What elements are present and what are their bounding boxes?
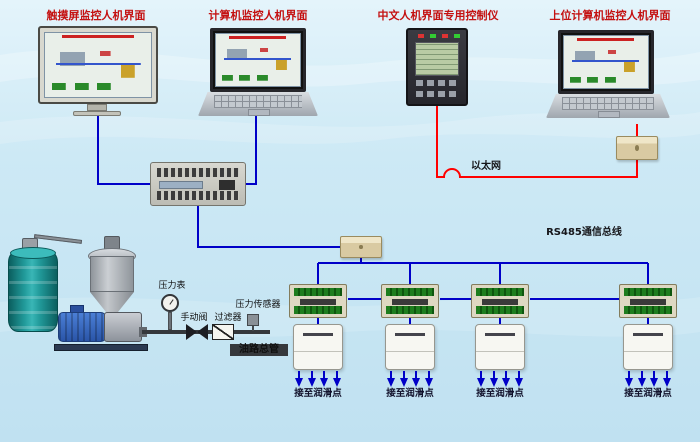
distribution-module [381, 284, 439, 318]
monitoring-laptop-screen [210, 28, 306, 92]
red-wires [436, 106, 638, 178]
scada-screen [44, 32, 152, 98]
gauge-stem [168, 312, 172, 330]
host-computer-caption: 上位计算机监控人机界面 [549, 9, 671, 22]
lube-outlets [625, 371, 671, 387]
oil-main-pipe-label: 油路总管 [230, 344, 288, 356]
monitor-stand-neck [87, 104, 107, 111]
module-label-strip [300, 299, 336, 305]
lube-outlets [477, 371, 523, 387]
pressure-gauge [161, 294, 179, 312]
pump-head [104, 312, 147, 342]
touchscreen-hmi-caption: 触摸屏监控人机界面 [46, 9, 146, 22]
manual-valve-label: 手动阀 [180, 313, 208, 323]
host-laptop-screen [558, 30, 654, 94]
lube-outlet-label: 接至润滑点 [476, 388, 524, 399]
lube-outlet-arrow [387, 371, 395, 387]
junction-box-ethernet [616, 136, 658, 160]
distribution-module [289, 284, 347, 318]
wire-laptop-to-plc [246, 116, 257, 185]
pressure-sensor [247, 314, 259, 326]
lube-outlet-arrow [502, 371, 511, 387]
lube-outlets [387, 371, 433, 387]
scada-screen [215, 33, 301, 87]
lube-outlet-arrow [477, 371, 485, 387]
lube-outlet-arrow [320, 371, 329, 387]
lube-outlet-arrow [637, 371, 646, 387]
ethernet-wire [436, 106, 638, 178]
sensor-stem [252, 326, 254, 331]
controller-keypad [416, 80, 458, 97]
controller-lcd-display [415, 42, 459, 76]
plc-controller [150, 162, 246, 206]
lube-outlet-arrow [424, 371, 433, 387]
distribution-module [471, 284, 529, 318]
lube-outlet-label: 接至润滑点 [624, 388, 672, 399]
plc-label-strip [159, 181, 203, 189]
scada-screen [563, 35, 649, 89]
monitoring-laptop-keyboard [198, 92, 318, 116]
junction-box-bus [340, 236, 382, 258]
lube-outlet-arrow [514, 371, 523, 387]
lube-distributor [623, 324, 673, 370]
rs485-bus-label: RS485通信总线 [546, 227, 622, 238]
module-label-strip [392, 299, 428, 305]
module-label-strip [482, 299, 518, 305]
hmi-controller-instrument [406, 28, 468, 106]
filter-label: 过滤器 [214, 313, 242, 323]
lube-distributor [293, 324, 343, 370]
blue-wires [97, 114, 649, 325]
lube-outlet-label: 接至润滑点 [294, 388, 342, 399]
pump-motor [58, 312, 106, 342]
computer-hmi-caption: 计算机监控人机界面 [208, 9, 308, 22]
wave-band [0, 49, 700, 87]
filter [212, 324, 234, 340]
lube-outlet-arrow [625, 371, 633, 387]
lube-outlet-arrow [295, 371, 303, 387]
wire-plc-to-bus [197, 206, 362, 264]
lube-outlet-arrow [489, 371, 498, 387]
ethernet-label: 以太网 [471, 161, 501, 172]
lube-outlet-arrow [399, 371, 408, 387]
pressure-sensor-label: 压力传感器 [235, 300, 281, 310]
lube-outlet-arrow [662, 371, 671, 387]
lube-outlet-arrow [332, 371, 341, 387]
touchscreen-monitor [38, 26, 158, 104]
grease-hopper [90, 256, 134, 292]
distribution-module [619, 284, 677, 318]
lube-outlet-arrow [650, 371, 659, 387]
module-label-strip [630, 299, 666, 305]
pump-base-plate [54, 344, 148, 351]
wire-monitor-to-plc [97, 114, 150, 185]
plc-port [219, 180, 235, 190]
pressure-gauge-label: 压力表 [158, 281, 186, 291]
lube-outlet-label: 接至润滑点 [386, 388, 434, 399]
host-laptop-keyboard [546, 94, 670, 118]
oil-drum [8, 247, 58, 332]
lube-distributor [385, 324, 435, 370]
lube-outlets [295, 371, 341, 387]
lube-outlet-arrow [307, 371, 316, 387]
manual-valve [186, 324, 208, 340]
lube-distributor [475, 324, 525, 370]
lube-outlet-arrow [412, 371, 421, 387]
monitor-stand-base [73, 111, 121, 116]
wave-band [0, 112, 700, 144]
controller-caption: 中文人机界面专用控制仪 [377, 9, 499, 22]
